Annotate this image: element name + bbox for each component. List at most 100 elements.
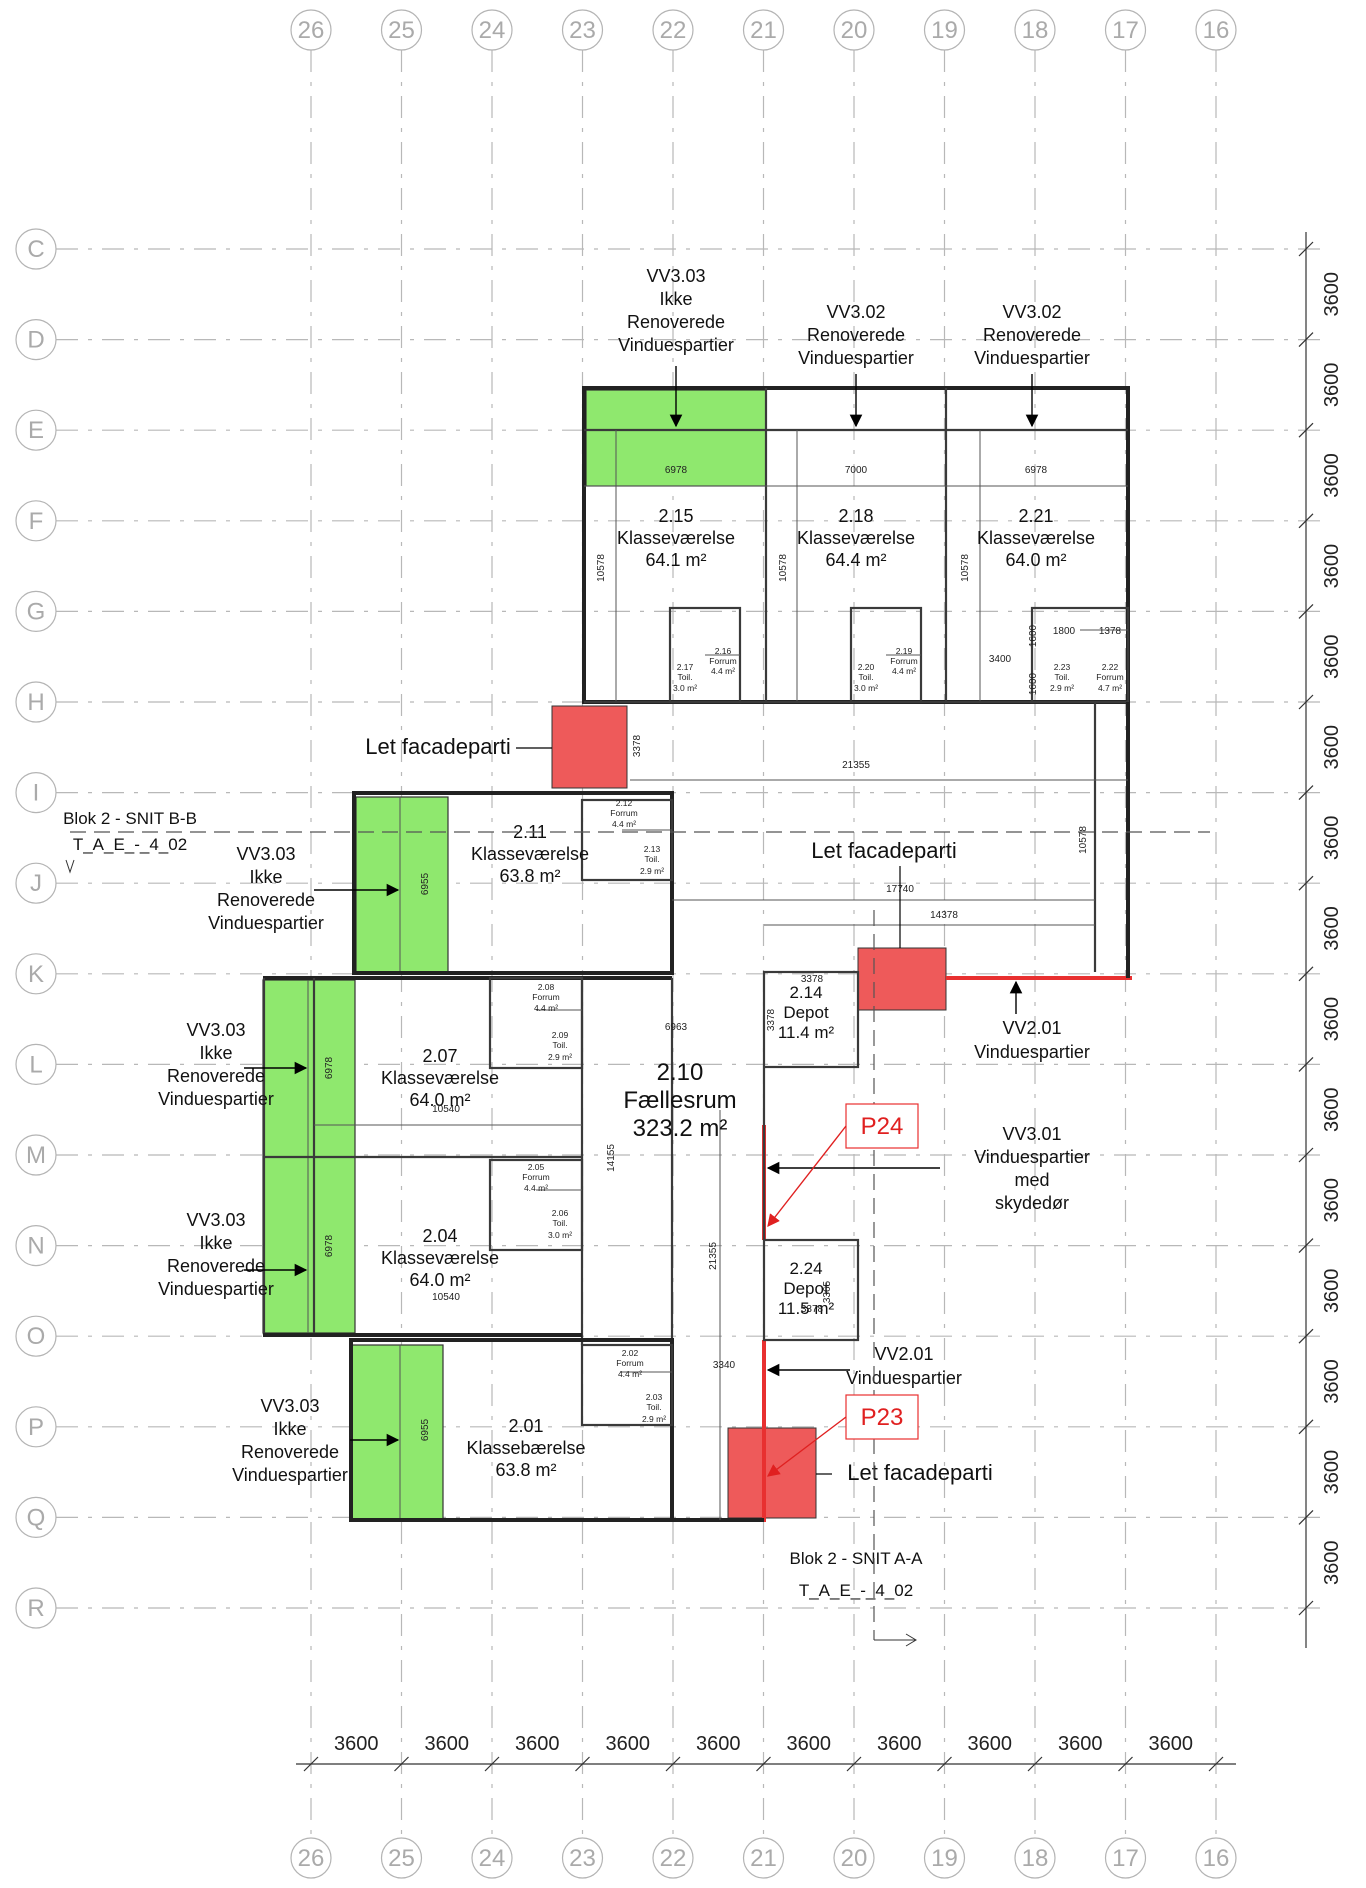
svg-text:Blok 2 - SNIT A-A: Blok 2 - SNIT A-A xyxy=(790,1549,924,1568)
svg-text:Ikke: Ikke xyxy=(249,867,282,887)
bottom-dimension-value: 3600 xyxy=(606,1733,651,1755)
svg-text:6963: 6963 xyxy=(665,1022,688,1033)
let-facadeparti-label-top: Let facadeparti xyxy=(365,734,552,759)
svg-text:2.19: 2.19 xyxy=(896,646,913,656)
svg-text:2.20: 2.20 xyxy=(858,662,875,672)
svg-text:2.01: 2.01 xyxy=(508,1416,543,1436)
green-panel-201 xyxy=(350,1344,444,1521)
svg-text:4.4 m²: 4.4 m² xyxy=(892,666,916,676)
svg-text:Klasseværelse: Klasseværelse xyxy=(797,528,915,548)
bottom-dimension-value: 3600 xyxy=(1058,1733,1103,1755)
svg-text:Renoverede: Renoverede xyxy=(983,325,1081,345)
svg-text:10540: 10540 xyxy=(432,1104,460,1115)
svg-text:P24: P24 xyxy=(861,1113,904,1140)
grid-column-bubble-top-20: 20 xyxy=(833,9,875,51)
svg-text:3378: 3378 xyxy=(801,1304,824,1315)
grid-column-bubble-bottom-21: 21 xyxy=(742,1837,785,1879)
grid-column-bubble-bottom-23: 23 xyxy=(561,1837,604,1879)
vv302-a: VV3.02 Renoverede Vinduespartier xyxy=(798,302,914,428)
right-dimension-value: 3600 xyxy=(1321,272,1343,317)
svg-text:3378: 3378 xyxy=(766,1008,777,1031)
svg-text:T_A_E_-_4_02: T_A_E_-_4_02 xyxy=(73,835,187,854)
grid-row-bubble-C: C xyxy=(15,228,57,270)
let-facadeparti-top xyxy=(551,705,628,789)
svg-text:2.13: 2.13 xyxy=(644,844,661,854)
svg-text:Vinduespartier: Vinduespartier xyxy=(208,913,324,933)
grid-row-bubble-D: D xyxy=(15,319,57,361)
svg-text:2.9 m²: 2.9 m² xyxy=(642,1414,666,1424)
section-bb-marker: Blok 2 - SNIT B-B T_A_E_-_4_02 xyxy=(63,809,1210,874)
bottom-dimension-value: 3600 xyxy=(877,1733,922,1755)
green-panel-211 xyxy=(355,796,449,973)
svg-text:2.21: 2.21 xyxy=(1018,506,1053,526)
grid-row-bubble-G: G xyxy=(15,590,57,633)
vv201-o: VV2.01 Vinduespartier xyxy=(766,1344,962,1388)
svg-text:Toil.: Toil. xyxy=(552,1040,567,1050)
svg-text:63.8 m²: 63.8 m² xyxy=(499,866,560,886)
svg-text:Renoverede: Renoverede xyxy=(167,1066,265,1086)
grid-column-label: 21 xyxy=(750,1845,777,1872)
svg-text:4.4 m²: 4.4 m² xyxy=(534,1003,558,1013)
svg-text:Forrum: Forrum xyxy=(890,656,917,666)
svg-text:T_A_E_-_4_02: T_A_E_-_4_02 xyxy=(799,1581,913,1600)
svg-text:4.4 m²: 4.4 m² xyxy=(618,1369,642,1379)
svg-text:Vinduespartier: Vinduespartier xyxy=(158,1089,274,1109)
svg-text:VV3.03: VV3.03 xyxy=(186,1020,245,1040)
svg-text:Vinduespartier: Vinduespartier xyxy=(158,1279,274,1299)
svg-text:6955: 6955 xyxy=(420,1418,431,1441)
svg-text:2.03: 2.03 xyxy=(646,1392,663,1402)
grid-column-label: 19 xyxy=(931,1845,958,1872)
right-dimension-value: 3600 xyxy=(1321,453,1343,498)
svg-text:3.0 m²: 3.0 m² xyxy=(854,683,878,693)
red-facade-parts xyxy=(551,705,1132,1522)
green-window-panels xyxy=(262,389,767,1521)
bottom-dimension-value: 3600 xyxy=(425,1733,470,1755)
grid-column-label: 26 xyxy=(298,17,325,44)
svg-text:VV3.03: VV3.03 xyxy=(260,1396,319,1416)
svg-text:10578: 10578 xyxy=(1078,826,1089,854)
section-aa-marker: Blok 2 - SNIT A-A T_A_E_-_4_02 xyxy=(790,910,924,1647)
grid-row-bubble-K: K xyxy=(15,953,57,995)
grid-column-bubble-top-24: 24 xyxy=(471,9,513,51)
svg-text:10540: 10540 xyxy=(432,1292,460,1303)
svg-text:Vinduespartier: Vinduespartier xyxy=(974,348,1090,368)
right-dimension-value: 3600 xyxy=(1321,1540,1343,1585)
vv301: VV3.01 Vinduespartier med skydedør xyxy=(766,1124,1090,1213)
svg-text:10578: 10578 xyxy=(960,554,971,582)
right-dimension-value: 3600 xyxy=(1321,997,1343,1042)
svg-text:Vinduespartier: Vinduespartier xyxy=(798,348,914,368)
right-dimension-value: 3600 xyxy=(1321,634,1343,679)
grid-row-label: J xyxy=(30,870,42,897)
svg-text:2.9 m²: 2.9 m² xyxy=(640,866,664,876)
right-dimension-value: 3600 xyxy=(1321,1269,1343,1314)
svg-text:P23: P23 xyxy=(861,1404,904,1431)
svg-text:2.22: 2.22 xyxy=(1102,662,1119,672)
grid-column-bubble-bottom-18: 18 xyxy=(1014,1837,1056,1879)
svg-text:11.4 m²: 11.4 m² xyxy=(778,1023,835,1042)
svg-text:2.16: 2.16 xyxy=(715,646,732,656)
svg-text:VV2.01: VV2.01 xyxy=(874,1344,933,1364)
grid-column-bubble-bottom-19: 19 xyxy=(923,1837,966,1879)
svg-text:Vinduespartier: Vinduespartier xyxy=(618,335,734,355)
grid-row-label: K xyxy=(28,961,44,988)
svg-text:Let facadeparti: Let facadeparti xyxy=(847,1460,993,1485)
svg-text:VV3.03: VV3.03 xyxy=(236,844,295,864)
p24-callout: P24 xyxy=(767,1103,919,1227)
svg-text:2.17: 2.17 xyxy=(677,662,694,672)
vv201-k: VV2.01 Vinduespartier xyxy=(974,980,1090,1062)
svg-text:VV3.02: VV3.02 xyxy=(826,302,885,322)
right-dimension-value: 3600 xyxy=(1321,1359,1343,1404)
svg-text:VV3.03: VV3.03 xyxy=(646,266,705,286)
building-walls xyxy=(262,386,1130,1522)
grid-column-bubble-top-17: 17 xyxy=(1104,9,1147,51)
bottom-dimension-value: 3600 xyxy=(334,1733,379,1755)
svg-text:6978: 6978 xyxy=(324,1056,335,1079)
svg-text:Renoverede: Renoverede xyxy=(217,890,315,910)
